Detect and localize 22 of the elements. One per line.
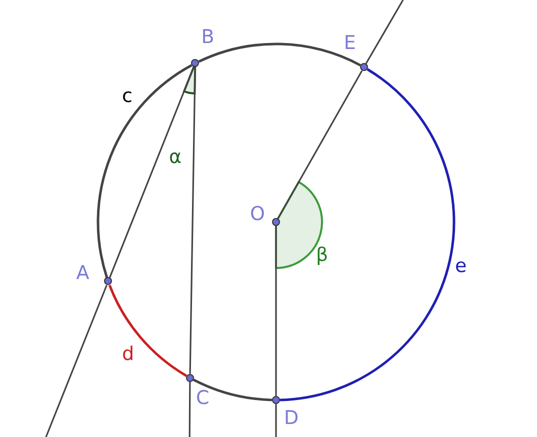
- point-label: E: [344, 33, 356, 54]
- circle-arc: [108, 284, 188, 377]
- point-label: A: [76, 263, 90, 284]
- line: [45, 284, 108, 437]
- point-label: O: [250, 204, 265, 224]
- point-label: D: [284, 408, 299, 428]
- arc-label: c: [122, 86, 132, 106]
- point-label: C: [196, 388, 210, 408]
- circle-arc: [280, 68, 456, 402]
- circle-arc: [192, 378, 272, 402]
- line: [275, 226, 277, 396]
- line: [275, 404, 277, 437]
- arc-label: d: [122, 344, 134, 364]
- angle-label: β: [316, 245, 328, 265]
- circle-arc: [198, 42, 361, 66]
- line: [365, 0, 404, 64]
- line: [189, 67, 196, 374]
- angle-label: α: [169, 147, 182, 167]
- line: [188, 382, 191, 437]
- line: [277, 70, 363, 219]
- point-label: B: [201, 27, 214, 48]
- arc-label: e: [455, 256, 467, 276]
